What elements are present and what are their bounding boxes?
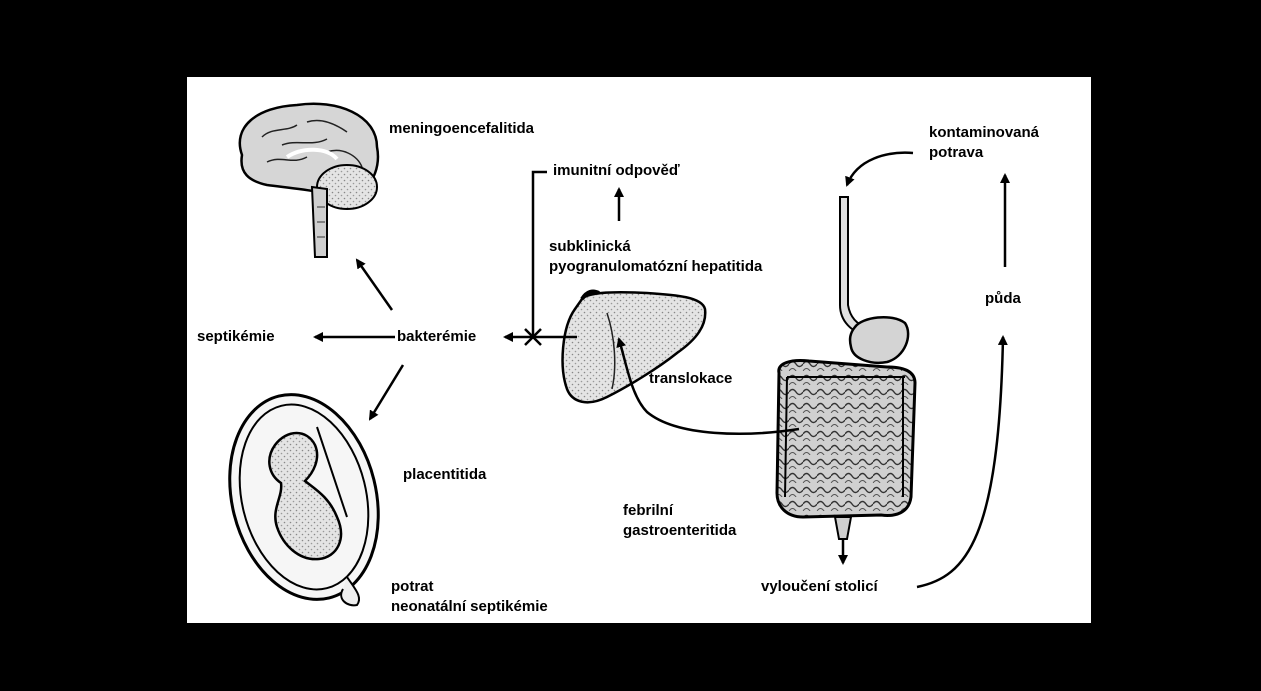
label-translokace: translokace [649, 369, 732, 389]
diagram-panel: meningoencefalitida imunitní odpověď kon… [187, 77, 1091, 623]
label-kontaminovana-potrava: kontaminovaná potrava [929, 123, 1039, 163]
arrow-to-brain [357, 260, 392, 310]
immune-branch-line [533, 172, 547, 337]
label-subklinicka-hepatitida: subklinická pyogranulomatózní hepatitida [549, 237, 762, 277]
arrow-food-to-tract [847, 153, 913, 185]
label-imunitni-odpoved: imunitní odpověď [553, 161, 680, 181]
label-potrat-neonatalni: potrat neonatální septikémie [391, 577, 548, 617]
digestive-tract-illustration [777, 197, 915, 539]
arrow-to-fetus [370, 365, 403, 419]
brain-illustration [240, 104, 378, 257]
fetus-in-uterus-illustration [209, 379, 399, 616]
label-septikemie: septikémie [197, 327, 275, 347]
arrow-stool-to-soil [917, 337, 1003, 587]
label-meningoencefalitida: meningoencefalitida [389, 119, 534, 139]
label-puda: půda [985, 289, 1021, 309]
label-bakteremie: bakterémie [397, 327, 476, 347]
label-placentitida: placentitida [403, 465, 486, 485]
label-febrilni-gastroenteritida: febrilní gastroenteritida [623, 501, 736, 541]
label-vylouceni-stolici: vyloučení stolicí [761, 577, 878, 597]
